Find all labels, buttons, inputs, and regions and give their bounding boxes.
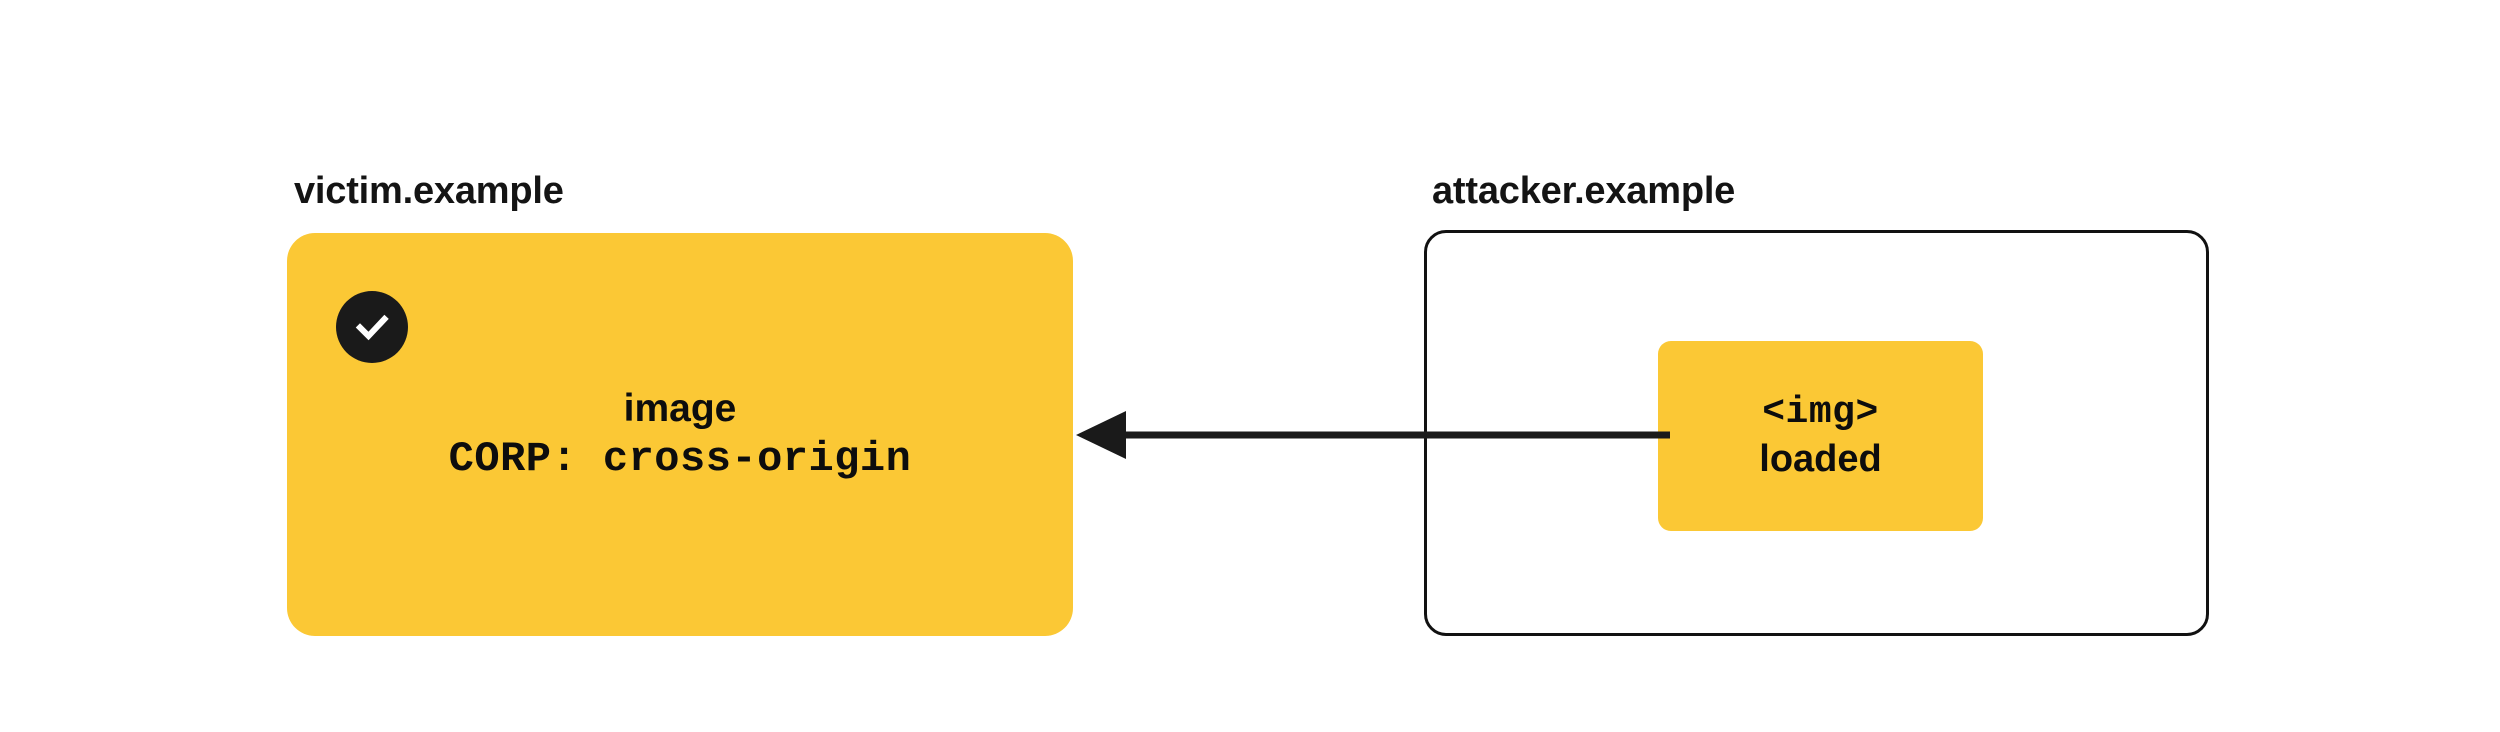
img-state-label: loaded: [1759, 438, 1882, 480]
victim-resource-block: image CORP: cross-origin: [287, 385, 1073, 485]
victim-origin-panel: image CORP: cross-origin: [287, 233, 1073, 636]
resource-corp-header: CORP: cross-origin: [448, 435, 912, 483]
victim-origin-label: victim.example: [294, 170, 564, 212]
check-circle-icon: [336, 291, 408, 363]
img-element-box: <img> loaded: [1658, 341, 1983, 531]
resource-name: image: [623, 387, 737, 430]
attacker-origin-label: attacker.example: [1432, 170, 1736, 212]
img-tag-label: <img>: [1762, 391, 1879, 434]
request-arrow: [1076, 411, 1670, 459]
attacker-origin-panel: <img> loaded: [1424, 230, 2209, 636]
